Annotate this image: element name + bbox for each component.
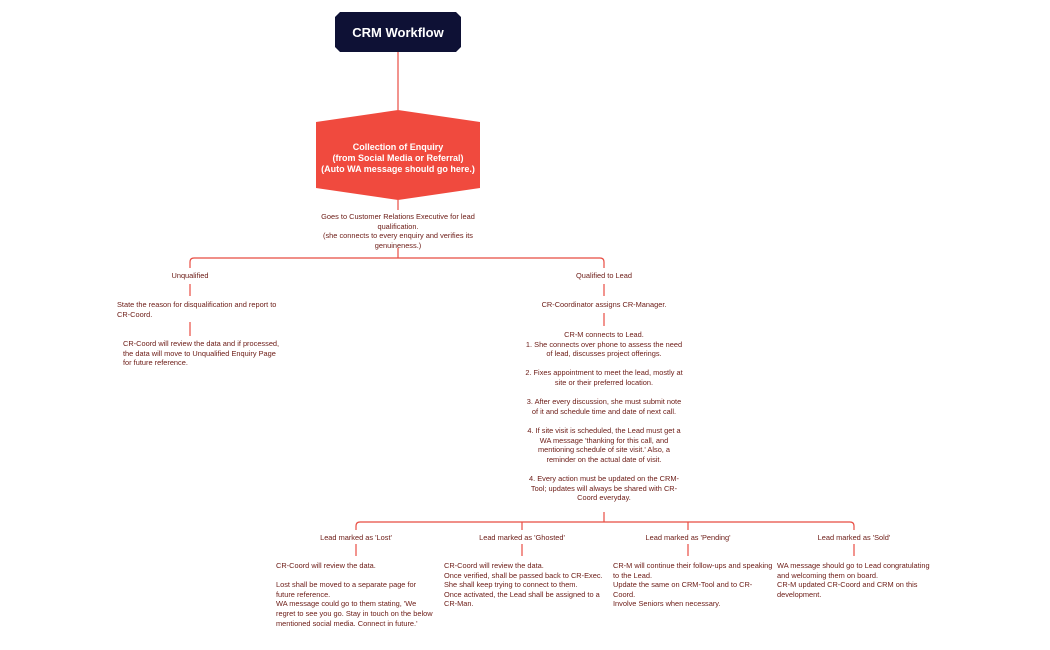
unqualified-reason: State the reason for disqualification an…	[117, 300, 277, 319]
enquiry-shape	[316, 110, 480, 200]
outcome-ghosted-label: Lead marked as 'Ghosted'	[479, 533, 565, 542]
qualified-label: Qualified to Lead	[576, 271, 632, 280]
enquiry-node: Collection of Enquiry (from Social Media…	[316, 122, 480, 194]
outcome-sold-text: WA message should go to Lead congratulat…	[777, 561, 930, 599]
outcome-pending-label: Lead marked as 'Pending'	[645, 533, 731, 542]
title-shape	[335, 12, 461, 52]
outcome-ghosted-text: CR-Coord will review the data. Once veri…	[444, 561, 603, 609]
outcome-lost-text: CR-Coord will review the data. Lost shal…	[276, 561, 433, 628]
enquiry-text: Collection of Enquiry (from Social Media…	[321, 141, 475, 174]
diagram-title: CRM Workflow	[352, 24, 444, 40]
outcome-sold-label: Lead marked as 'Sold'	[817, 533, 891, 542]
qualified-connect: CR-M connects to Lead. 1. She connects o…	[525, 330, 683, 503]
outcome-pending-text: CR-M will continue their follow-ups and …	[613, 561, 773, 609]
outcome-lost-label: Lead marked as 'Lost'	[320, 533, 392, 542]
unqualified-review: CR-Coord will review the data and if pro…	[123, 339, 280, 368]
unqualified-label: Unqualified	[171, 271, 209, 280]
cre-node: Goes to Customer Relations Executive for…	[321, 212, 475, 250]
qualified-assign: CR-Coordinator assigns CR-Manager.	[541, 300, 667, 309]
